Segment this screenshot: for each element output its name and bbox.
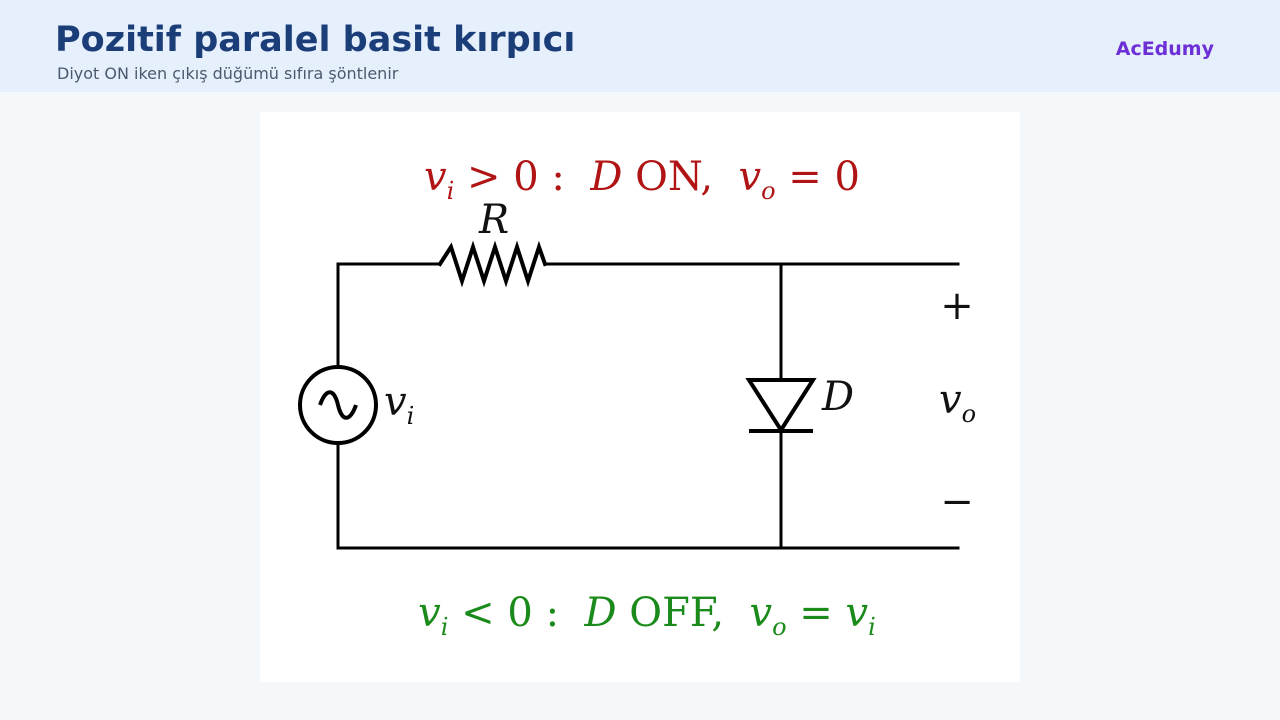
source-label: vi (384, 379, 414, 430)
output-plus: + (940, 283, 974, 329)
resistor-label: R (478, 197, 509, 243)
clipper-circuit-diagram: vi > 0 : D ON, vo = 0 R vi D (298, 154, 976, 641)
page-title: Pozitif paralel basit kırpıcı (55, 20, 576, 60)
condition-off-text: vi < 0 : D OFF, vo = vi (418, 590, 876, 641)
diode-label: D (821, 374, 854, 420)
circuit-panel: vi > 0 : D ON, vo = 0 R vi D (260, 112, 1020, 682)
header-bar: Pozitif paralel basit kırpıcı Diyot ON i… (0, 0, 1280, 92)
output-label: vo (939, 377, 976, 428)
output-minus: − (940, 479, 974, 525)
diode-icon (745, 378, 817, 434)
brand-logo: AcEdumy (1115, 38, 1214, 60)
resistor-zigzag (437, 240, 548, 288)
ac-source-icon (298, 365, 378, 445)
circuit-wires (336, 240, 960, 550)
condition-on-text: vi > 0 : D ON, vo = 0 (424, 154, 860, 205)
wire-top-left (336, 262, 442, 368)
page-subtitle: Diyot ON iken çıkış düğümü sıfıra şöntle… (57, 64, 399, 83)
